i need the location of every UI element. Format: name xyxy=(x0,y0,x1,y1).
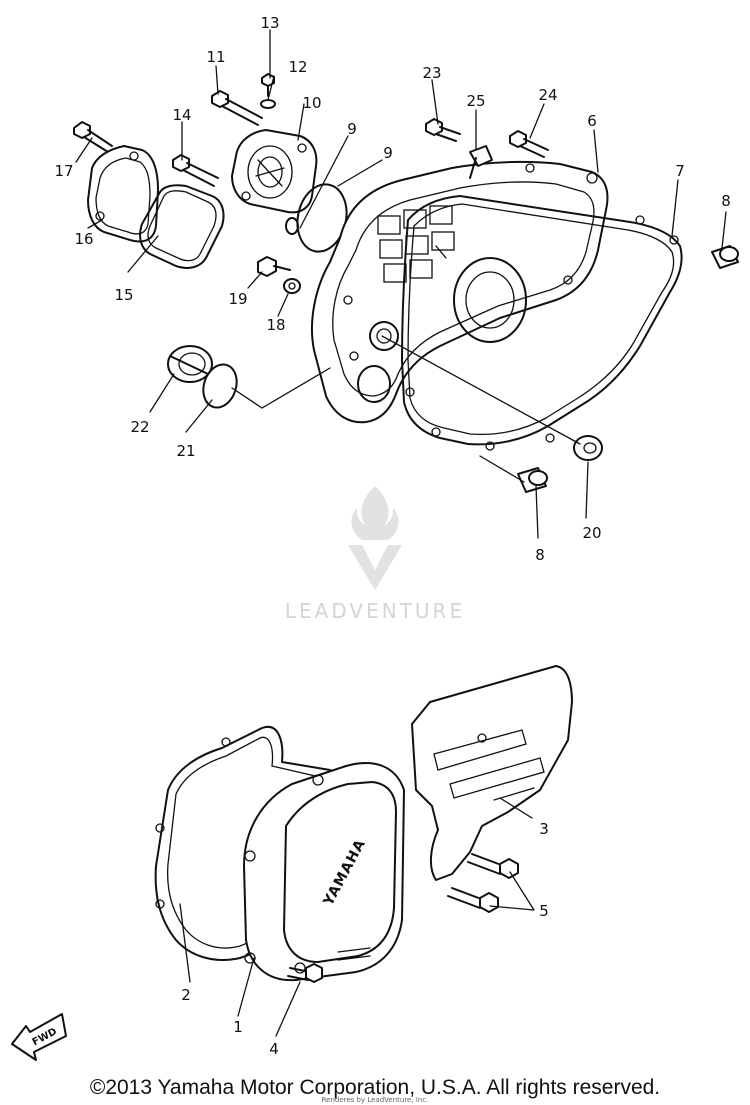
bolt-12 xyxy=(211,90,263,126)
callout-24: 23 xyxy=(422,64,441,82)
callout-2: 2 xyxy=(181,986,191,1004)
cover-plate-3 xyxy=(411,665,573,881)
callout-3: 3 xyxy=(539,820,549,838)
callout-8-right: 8 xyxy=(721,192,731,210)
bolt-14 xyxy=(261,73,275,97)
callout-1: 1 xyxy=(233,1018,243,1036)
callout-19: 18 xyxy=(266,316,285,334)
bolt-5-upper xyxy=(467,853,519,879)
watermark-flame-icon xyxy=(351,486,399,540)
oil-seal-23 xyxy=(167,345,213,383)
callout-10: 9 xyxy=(347,120,357,138)
callout-20: 19 xyxy=(228,290,247,308)
callout-11: 10 xyxy=(302,94,321,112)
dowel-pin-8-right xyxy=(711,245,739,269)
callout-5: 5 xyxy=(539,902,549,920)
callout-22: 21 xyxy=(176,442,195,460)
bolt-25 xyxy=(509,130,549,158)
callout-13: 12 xyxy=(288,58,307,76)
alignment-line-23 xyxy=(231,367,331,409)
washer-13 xyxy=(260,99,276,109)
callout-8-lower: 8 xyxy=(535,546,545,564)
fwd-arrow-icon: FWD xyxy=(11,1013,67,1061)
callout-12: 11 xyxy=(206,48,225,66)
callout-9: 9 xyxy=(383,144,393,162)
watermark-v-icon xyxy=(348,545,402,590)
callout-25: 24 xyxy=(538,86,557,104)
bolt-18 xyxy=(73,121,113,153)
callout-7: 7 xyxy=(675,162,685,180)
callout-16: 15 xyxy=(114,286,133,304)
callout-17: 16 xyxy=(74,230,93,248)
bolt-20 xyxy=(257,256,291,277)
bolt-5-lower xyxy=(447,887,499,913)
callout-18: 17 xyxy=(54,162,73,180)
generator-cover-1: YAMAHA xyxy=(243,762,405,982)
watermark-text: LEADVENTURE xyxy=(285,599,465,623)
o-ring-22 xyxy=(202,363,238,409)
alignment-line-8 xyxy=(479,455,525,483)
credit-text: Renderes by LeadVenture, Inc. xyxy=(322,1096,429,1104)
callout-14: 13 xyxy=(260,14,279,32)
bolt-15 xyxy=(172,154,219,187)
gasket-16 xyxy=(139,184,225,269)
callout-26: 25 xyxy=(466,92,485,110)
copyright-text: ©2013 Yamaha Motor Corporation, U.S.A. A… xyxy=(90,1076,660,1099)
callouts: 13 12 11 10 9 9 14 17 16 15 19 18 23 25 … xyxy=(54,14,730,1058)
part-26 xyxy=(469,145,493,179)
alignment-line-21 xyxy=(381,335,581,445)
callout-15: 14 xyxy=(172,106,191,124)
washer-19 xyxy=(283,278,301,294)
gasket-7 xyxy=(401,195,683,451)
callout-4: 4 xyxy=(269,1040,279,1058)
bolt-24 xyxy=(425,118,461,142)
callout-6: 6 xyxy=(587,112,597,130)
pump-cover-17 xyxy=(87,145,159,243)
o-ring-10 xyxy=(285,217,299,235)
pump-housing-11 xyxy=(231,129,318,214)
callout-21: 20 xyxy=(582,524,601,542)
leader-lines xyxy=(75,29,727,1037)
bolt-4 xyxy=(287,963,323,983)
crankcase-cover-6 xyxy=(311,160,609,424)
callout-23: 22 xyxy=(130,418,149,436)
watermark: LEADVENTURE xyxy=(285,486,465,623)
oil-seal-21 xyxy=(573,435,603,461)
dowel-pin-8-lower xyxy=(517,467,548,493)
